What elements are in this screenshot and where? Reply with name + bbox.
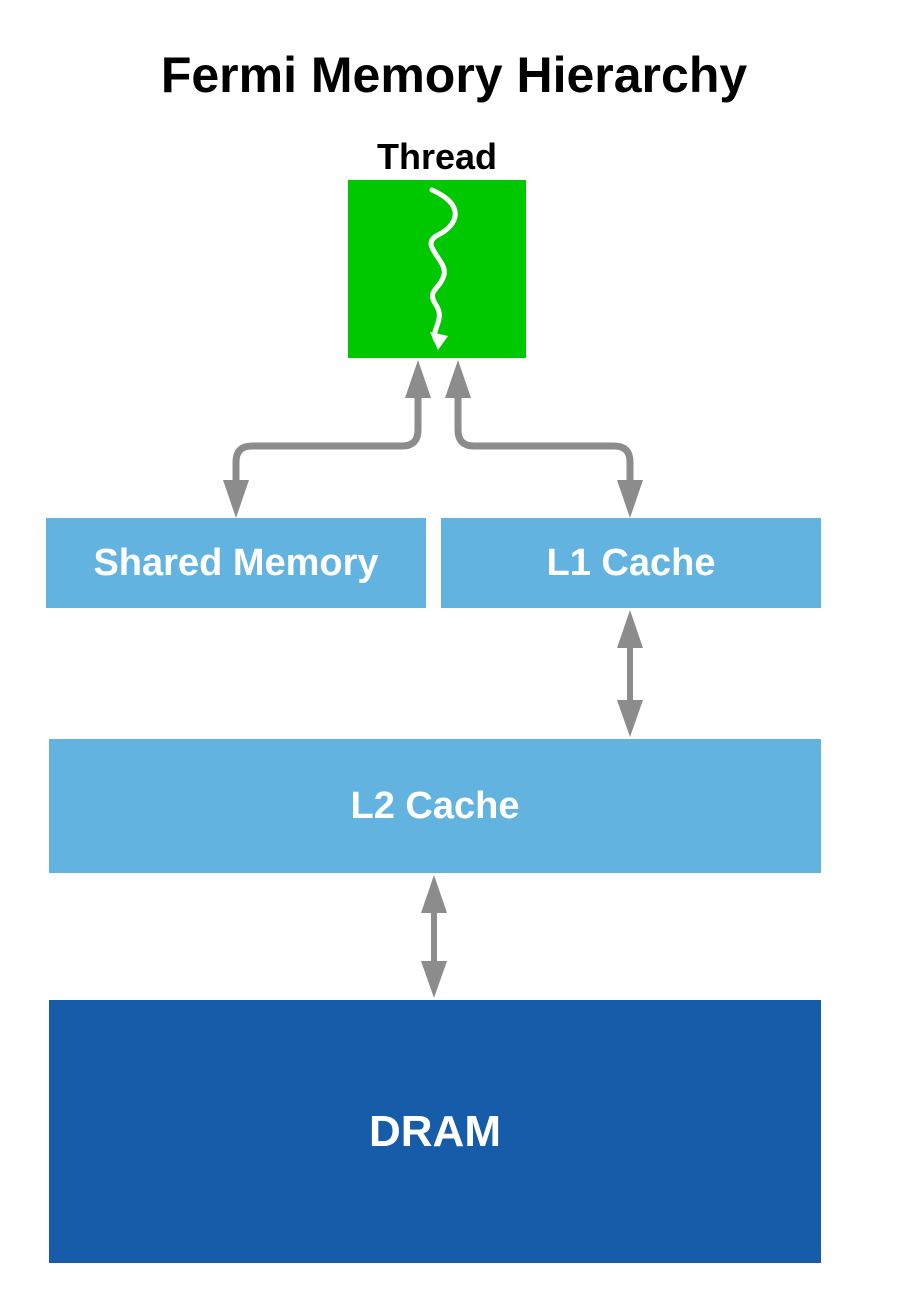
arrowhead-l2-down — [421, 875, 447, 913]
arrowhead-l1-down — [617, 480, 643, 518]
dram-block: DRAM — [49, 1000, 821, 1263]
wavy-thread-arrow-icon — [428, 187, 458, 350]
arrowhead-dram-up — [421, 961, 447, 998]
arrowhead-thread-up-right — [445, 360, 471, 398]
arrow-l1-l2 — [627, 646, 633, 702]
shared-memory-block: Shared Memory — [46, 518, 426, 608]
arrow-thread-shared-memory — [232, 398, 422, 480]
diagram-title: Fermi Memory Hierarchy — [160, 47, 748, 103]
arrow-thread-l1 — [454, 398, 634, 480]
arrowhead-l2-up — [617, 700, 643, 737]
arrow-l2-dram — [431, 910, 437, 966]
l2-cache-block: L2 Cache — [49, 739, 821, 873]
thread-block — [348, 180, 526, 358]
l1-cache-block: L1 Cache — [441, 518, 821, 608]
arrowhead-thread-up-left — [405, 360, 431, 398]
arrowhead-shared-down — [223, 480, 249, 518]
arrowhead-l1-up — [617, 610, 643, 648]
thread-label: Thread — [376, 136, 498, 177]
